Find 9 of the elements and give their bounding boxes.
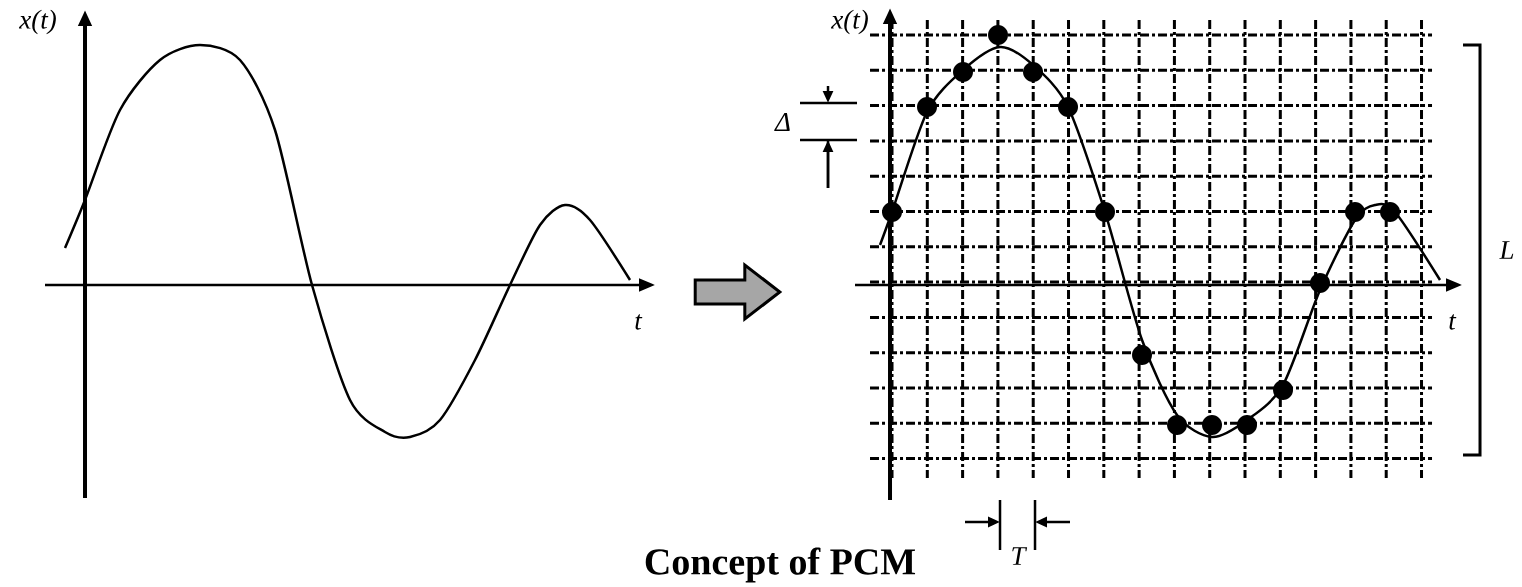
block-arrow bbox=[693, 261, 783, 323]
axis-label: t bbox=[1449, 314, 1457, 330]
dimension-label: Δ bbox=[774, 113, 790, 131]
dimension-label: L bbox=[1499, 241, 1514, 259]
title: Concept of PCM bbox=[645, 547, 916, 583]
axis-label: x(t) bbox=[18, 9, 56, 35]
dimension-label: T bbox=[1012, 547, 1028, 565]
axis-label: t bbox=[635, 314, 643, 330]
axis-label: x(t) bbox=[830, 9, 868, 35]
